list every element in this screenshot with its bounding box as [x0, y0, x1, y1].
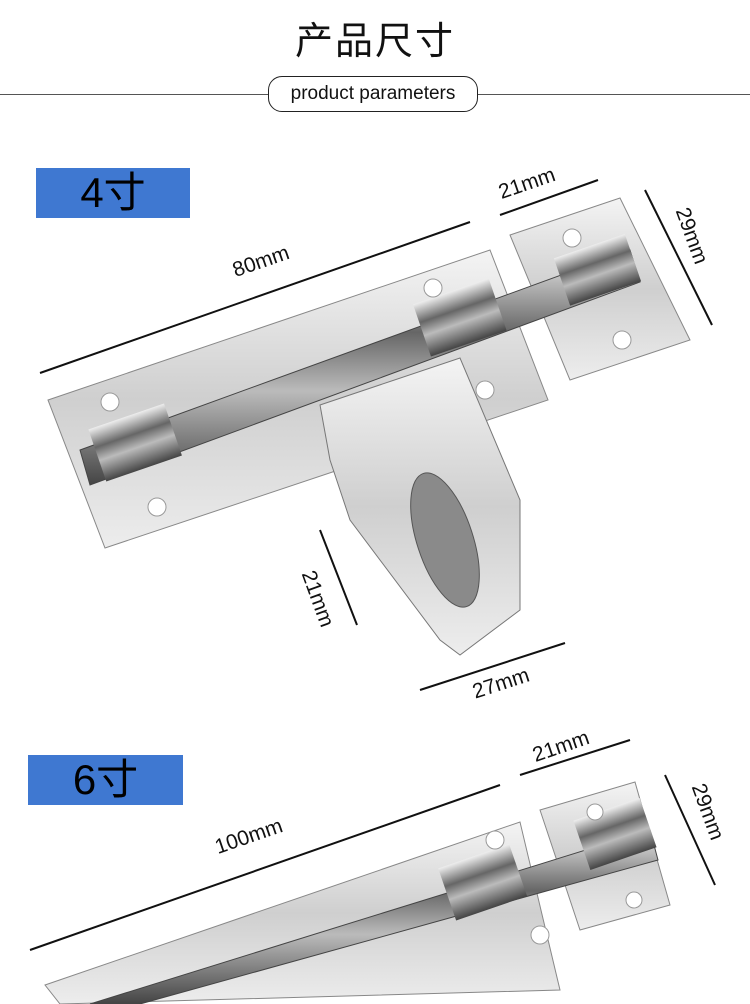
size-badge-6-inch: 6寸	[28, 755, 183, 805]
divider-right	[476, 94, 750, 95]
divider-left	[0, 94, 270, 95]
page-title: 产品尺寸	[294, 19, 455, 63]
latch-6-inch	[44, 781, 671, 1004]
latch-4-inch	[47, 197, 691, 656]
dimension-lines-4-inch	[39, 179, 713, 691]
subtitle-pill: product parameters	[268, 76, 478, 112]
size-badge-4-inch: 4寸	[36, 168, 190, 218]
dimension-lines-6-inch	[29, 739, 716, 951]
